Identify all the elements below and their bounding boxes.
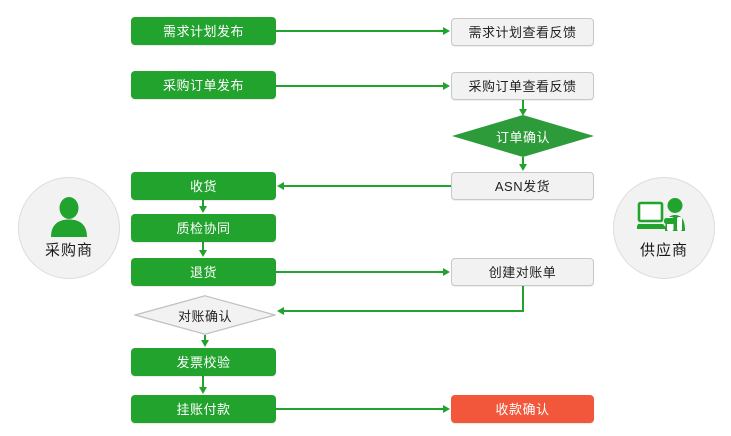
role-buyer-label: 采购商 — [44, 241, 93, 259]
node-demand-plan-view-feedback[interactable]: 需求计划查看反馈 — [451, 18, 594, 46]
edge-n10-n11-vertical — [522, 286, 524, 312]
edge-n10-n11-arrowhead — [277, 307, 284, 315]
edge-n7-n8 — [202, 200, 204, 207]
edge-n5-n6 — [522, 157, 524, 165]
role-supplier: 供应商 — [613, 177, 715, 279]
edge-n11-n12 — [204, 335, 206, 341]
edge-n12-n13-arrowhead — [199, 387, 207, 394]
edge-n3-n4 — [276, 85, 444, 87]
edge-n6-n7-arrowhead — [277, 182, 284, 190]
edge-n3-n4-arrowhead — [443, 82, 450, 90]
person-icon — [47, 196, 91, 237]
node-label: 采购订单发布 — [162, 77, 244, 93]
edge-n8-n9 — [202, 242, 204, 251]
decision-order-confirm[interactable]: 订单确认 — [452, 115, 594, 157]
edge-n6-n7 — [284, 185, 451, 187]
role-buyer: 采购商 — [18, 177, 120, 279]
node-account-payment[interactable]: 挂账付款 — [131, 395, 276, 423]
node-label: 发票校验 — [176, 354, 231, 370]
node-receive-goods[interactable]: 收货 — [131, 172, 276, 200]
node-label: 质检协同 — [176, 220, 231, 236]
edge-n7-n8-arrowhead — [199, 206, 207, 213]
edge-n9-n10 — [276, 271, 444, 273]
edge-n9-n10-arrowhead — [443, 268, 450, 276]
node-label: 收款确认 — [495, 401, 550, 417]
node-purchase-order-view-feedback[interactable]: 采购订单查看反馈 — [451, 72, 594, 100]
node-label: 需求计划查看反馈 — [468, 24, 577, 40]
role-supplier-label: 供应商 — [639, 241, 688, 259]
edge-n1-n2-arrowhead — [443, 27, 450, 35]
edge-n8-n9-arrowhead — [199, 250, 207, 257]
node-return-goods[interactable]: 退货 — [131, 258, 276, 286]
node-label: 退货 — [189, 264, 217, 280]
node-asn-shipment[interactable]: ASN发货 — [451, 172, 594, 200]
node-label: 挂账付款 — [176, 401, 231, 417]
node-create-reconciliation-statement[interactable]: 创建对账单 — [451, 258, 594, 286]
person-at-computer-icon — [636, 197, 691, 237]
node-quality-inspection-collab[interactable]: 质检协同 — [131, 214, 276, 242]
edge-n1-n2 — [276, 30, 444, 32]
edge-n4-n5-arrowhead — [519, 109, 527, 116]
edge-n12-n13 — [202, 376, 204, 388]
edge-n13-n14 — [276, 408, 444, 410]
node-invoice-verification[interactable]: 发票校验 — [131, 348, 276, 376]
decision-reconciliation-confirm[interactable]: 对账确认 — [132, 295, 278, 335]
edge-n4-n5 — [522, 100, 524, 110]
edge-n10-n11-horizontal — [284, 310, 524, 312]
edge-n13-n14-arrowhead — [443, 405, 450, 413]
node-label: 创建对账单 — [488, 264, 557, 280]
edge-n5-n6-arrowhead — [519, 164, 527, 171]
node-purchase-order-publish[interactable]: 采购订单发布 — [131, 71, 276, 99]
node-payment-receipt-confirm[interactable]: 收款确认 — [451, 395, 594, 423]
edge-n11-n12-arrowhead — [201, 340, 209, 347]
node-label: 需求计划发布 — [162, 23, 244, 39]
node-demand-plan-publish[interactable]: 需求计划发布 — [131, 17, 276, 45]
node-label: ASN发货 — [494, 178, 551, 194]
node-label: 收货 — [189, 178, 217, 194]
node-label: 采购订单查看反馈 — [468, 78, 577, 94]
